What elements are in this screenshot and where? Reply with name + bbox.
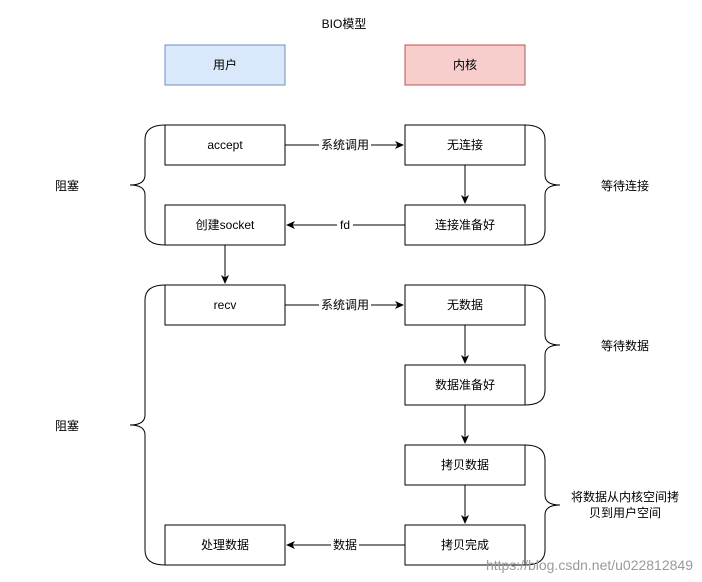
connection-ready-node-label: 连接准备好 [435,217,495,232]
copy-data-node-label: 拷贝数据 [441,457,489,472]
user-header-box [164,44,286,86]
wait-connection-brace [524,124,561,246]
edge-label-fd-text: fd [340,218,350,232]
edge-label-syscall-2-text: 系统调用 [321,298,369,312]
copy-label-line2: 贝到用户空间 [589,505,661,520]
block-brace-2 [129,284,166,566]
watermark: https://blog.csdn.net/u022812849 [486,557,693,573]
edge-label-data-text: 数据 [333,537,357,552]
edge-label-fd: fd [337,218,353,232]
no-data-node-label: 无数据 [447,297,483,312]
copy-label-line1: 将数据从内核空间拷 [571,489,679,504]
kernel-column-header: 内核 [404,44,526,86]
data-ready-node-label: 数据准备好 [435,377,495,392]
copy-data-node: 拷贝数据 [404,444,526,486]
block-brace-1 [129,124,166,246]
no-data-node: 无数据 [404,284,526,326]
create-socket-node: 创建socket [164,204,286,246]
connection-ready-node: 连接准备好 [404,204,526,246]
process-data-node-label: 处理数据 [201,537,249,552]
accept-node: accept [164,124,286,166]
edge-label-syscall-1: 系统调用 [319,138,371,152]
create-socket-node-label: 创建socket [196,218,255,232]
copy-done-node-label: 拷贝完成 [441,537,489,552]
accept-node-label: accept [207,138,243,152]
kernel-header-label: 内核 [453,58,477,72]
user-header-label: 用户 [213,57,237,72]
block-label-1: 阻塞 [55,178,79,193]
process-data-node: 处理数据 [164,524,286,566]
wait-data-brace [524,284,561,406]
edge-label-syscall-2: 系统调用 [319,298,371,312]
user-column-header: 用户 [164,44,286,86]
edge-label-syscall-1-text: 系统调用 [321,138,369,152]
wait-data-label: 等待数据 [601,338,649,353]
diagram-title: BIO模型 [322,17,367,31]
no-connection-node-label: 无连接 [447,137,483,152]
no-connection-node: 无连接 [404,124,526,166]
edge-label-data: 数据 [331,537,359,552]
recv-node: recv [164,284,286,326]
kernel-header-box [404,44,526,86]
recv-node-label: recv [214,298,237,312]
wait-connection-label: 等待连接 [601,178,649,193]
data-ready-node: 数据准备好 [404,364,526,406]
copy-done-node: 拷贝完成 [404,524,526,566]
block-label-2: 阻塞 [55,418,79,433]
copy-brace [524,444,561,566]
